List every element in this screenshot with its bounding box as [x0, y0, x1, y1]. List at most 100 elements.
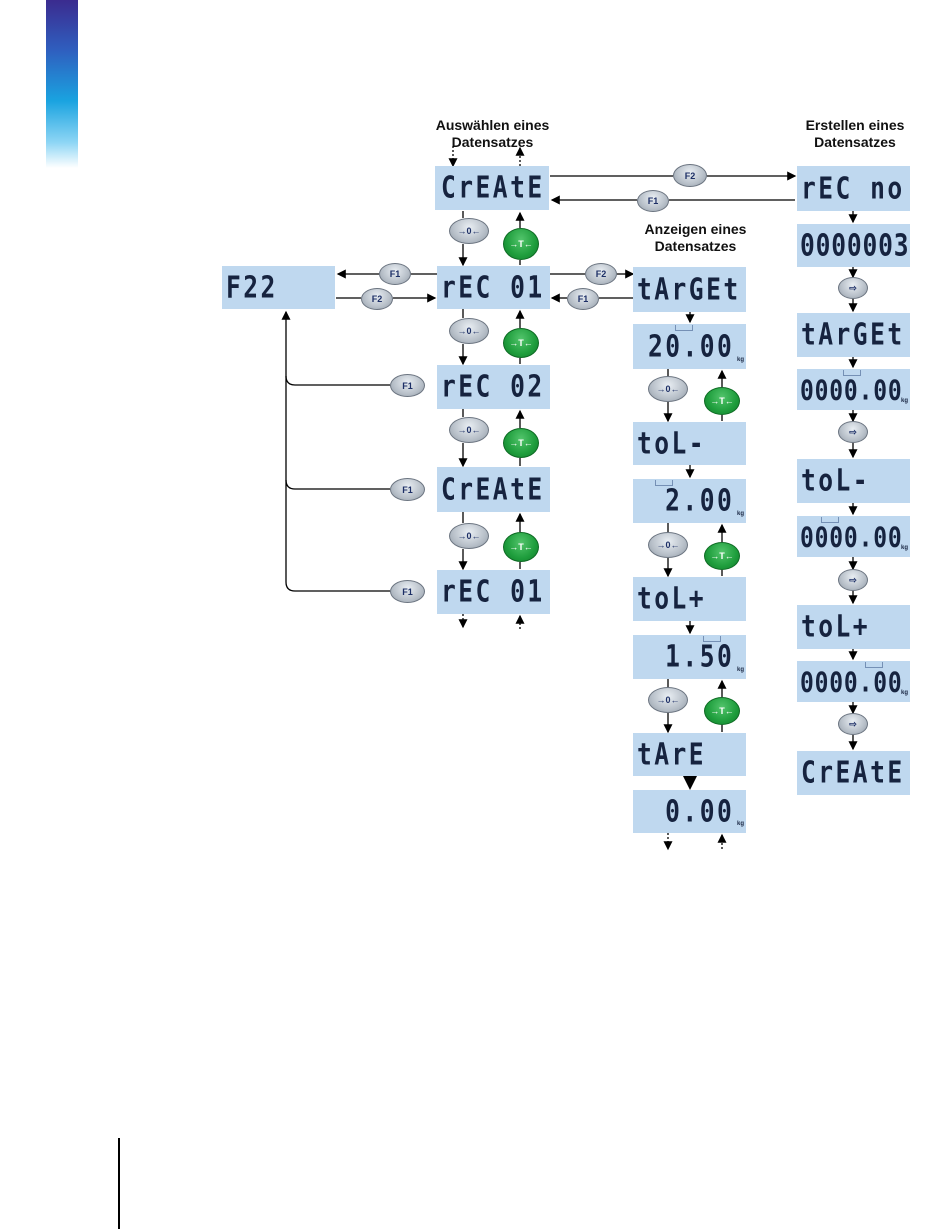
lcd-tol-plus-create: toL+: [797, 605, 910, 649]
lcd-tol-minus-create-text: toL-: [801, 463, 871, 499]
f1-button[interactable]: F1: [567, 288, 599, 310]
lcd-tare-view: tArE: [633, 733, 746, 776]
enter-button[interactable]: ⇨: [838, 277, 868, 299]
zero-button-label: →0←: [656, 695, 680, 705]
lcd-tol-minus-create: toL-: [797, 459, 910, 503]
f2-button[interactable]: F2: [361, 288, 393, 310]
heading-select-text: Auswählen eines Datensatzes: [435, 117, 550, 150]
f1-button[interactable]: F1: [390, 580, 425, 603]
heading-select-record: Auswählen eines Datensatzes: [420, 117, 565, 151]
zero-button[interactable]: →0←: [449, 218, 489, 244]
lcd-tol-plus-create-value-text: 0000.00: [800, 665, 903, 698]
heading-create-record: Erstellen eines Datensatzes: [790, 117, 920, 151]
lcd-rec-no-value-text: 0000003: [800, 228, 910, 263]
lcd-tol-minus-create-value-text: 0000.00: [800, 520, 903, 553]
heading-create-text: Erstellen eines Datensatzes: [805, 117, 905, 150]
f1-button[interactable]: F1: [637, 190, 669, 212]
lcd-rec-no: rEC no.: [797, 166, 910, 211]
lcd-rec-no-value: 0000003: [797, 224, 910, 267]
lcd-tol-minus-marker: [655, 480, 673, 486]
lcd-tol-minus-view-text: toL-: [637, 426, 707, 461]
f2-button-label: F2: [595, 269, 607, 279]
lcd-tol-plus-create-text: toL+: [801, 609, 871, 645]
zero-button-label: →0←: [457, 425, 481, 435]
f2-button[interactable]: F2: [673, 164, 707, 187]
zero-button-label: →0←: [656, 540, 680, 550]
tare-button[interactable]: →T←: [704, 387, 740, 415]
heading-view-text: Anzeigen eines Datensatzes: [644, 221, 747, 254]
lcd-rec01-b-text: rEC 01: [441, 574, 545, 610]
lcd-tol-minus-create-unit: kg: [900, 545, 908, 551]
tare-button-label: →T←: [509, 438, 533, 448]
lcd-rec01-a-text: rEC 01: [441, 270, 545, 305]
lcd-target-create-value-text: 0000.00: [800, 373, 903, 406]
lcd-create-end: CrEAtE: [797, 751, 910, 795]
lcd-tol-plus-view-text: toL+: [637, 581, 707, 617]
lcd-create-top: CrEAtE: [435, 166, 549, 210]
tare-button[interactable]: →T←: [503, 532, 539, 562]
lcd-tol-plus-value: 1.50 kg: [633, 635, 746, 679]
f1-button[interactable]: F1: [390, 478, 425, 501]
enter-icon: ⇨: [849, 718, 857, 729]
f1-button-label: F1: [647, 196, 659, 206]
lcd-tol-plus-create-value: 0000.00 kg: [797, 661, 910, 702]
tare-button[interactable]: →T←: [503, 428, 539, 458]
enter-icon: ⇨: [849, 426, 857, 437]
enter-button[interactable]: ⇨: [838, 713, 868, 735]
lcd-tol-plus-create-marker: [865, 662, 883, 668]
zero-button-label: →0←: [656, 384, 680, 394]
enter-icon: ⇨: [849, 574, 857, 585]
f2-button[interactable]: F2: [585, 263, 617, 285]
zero-button[interactable]: →0←: [449, 523, 489, 549]
lcd-tare-view-text: tArE: [637, 737, 707, 772]
zero-button[interactable]: →0←: [648, 532, 688, 558]
zero-button-label: →0←: [457, 326, 481, 336]
f1-button-label: F1: [389, 269, 401, 279]
enter-button[interactable]: ⇨: [838, 569, 868, 591]
lcd-rec01-a: rEC 01: [437, 266, 550, 309]
tare-button[interactable]: →T←: [503, 228, 539, 260]
tare-button[interactable]: →T←: [704, 697, 740, 725]
lcd-target-create-text: tArGEt: [801, 317, 905, 353]
lcd-target-value-text: 20.00: [647, 329, 734, 364]
zero-button[interactable]: →0←: [648, 687, 688, 713]
heading-view-record: Anzeigen eines Datensatzes: [628, 221, 763, 255]
lcd-f22-text: F22: [226, 270, 278, 305]
zero-button[interactable]: →0←: [648, 376, 688, 402]
lcd-tare-value: 0.00 kg: [633, 790, 746, 833]
tare-button[interactable]: →T←: [503, 328, 539, 358]
tare-button-label: →T←: [710, 706, 734, 716]
lcd-create-mid: CrEAtE: [437, 467, 550, 512]
f1-button[interactable]: F1: [390, 374, 425, 397]
lcd-target-view: tArGEt: [633, 267, 746, 312]
tare-button-label: →T←: [710, 551, 734, 561]
f1-button-label: F1: [402, 586, 413, 597]
f1-button-label: F1: [577, 294, 589, 304]
f2-button-label: F2: [684, 170, 696, 181]
lcd-create-top-text: CrEAtE: [441, 170, 545, 206]
lcd-tol-minus-view: toL-: [633, 422, 746, 465]
lcd-tare-value-text: 0.00: [664, 794, 734, 829]
enter-icon: ⇨: [849, 282, 857, 293]
tare-button[interactable]: →T←: [704, 542, 740, 570]
tare-button-label: →T←: [509, 542, 533, 552]
lcd-target-marker: [675, 325, 693, 331]
lcd-target-value: 20.00 kg: [633, 324, 746, 369]
enter-button[interactable]: ⇨: [838, 421, 868, 443]
f1-button[interactable]: F1: [379, 263, 411, 285]
lcd-tol-plus-create-unit: kg: [900, 690, 908, 696]
lcd-rec01-b: rEC 01: [437, 570, 550, 614]
tare-button-label: →T←: [509, 338, 533, 348]
zero-button[interactable]: →0←: [449, 417, 489, 443]
brand-stripe: [46, 0, 78, 168]
zero-button-label: →0←: [457, 531, 481, 541]
lcd-target-create-marker: [843, 370, 861, 376]
f1-button-label: F1: [402, 484, 413, 495]
lcd-tol-plus-view: toL+: [633, 577, 746, 621]
f1-button-label: F1: [402, 380, 413, 391]
tare-button-label: →T←: [710, 396, 734, 406]
lcd-tol-minus-unit: kg: [736, 511, 744, 517]
lcd-tol-plus-value-text: 1.50: [664, 639, 734, 675]
lcd-tol-plus-marker: [703, 636, 721, 642]
zero-button[interactable]: →0←: [449, 318, 489, 344]
